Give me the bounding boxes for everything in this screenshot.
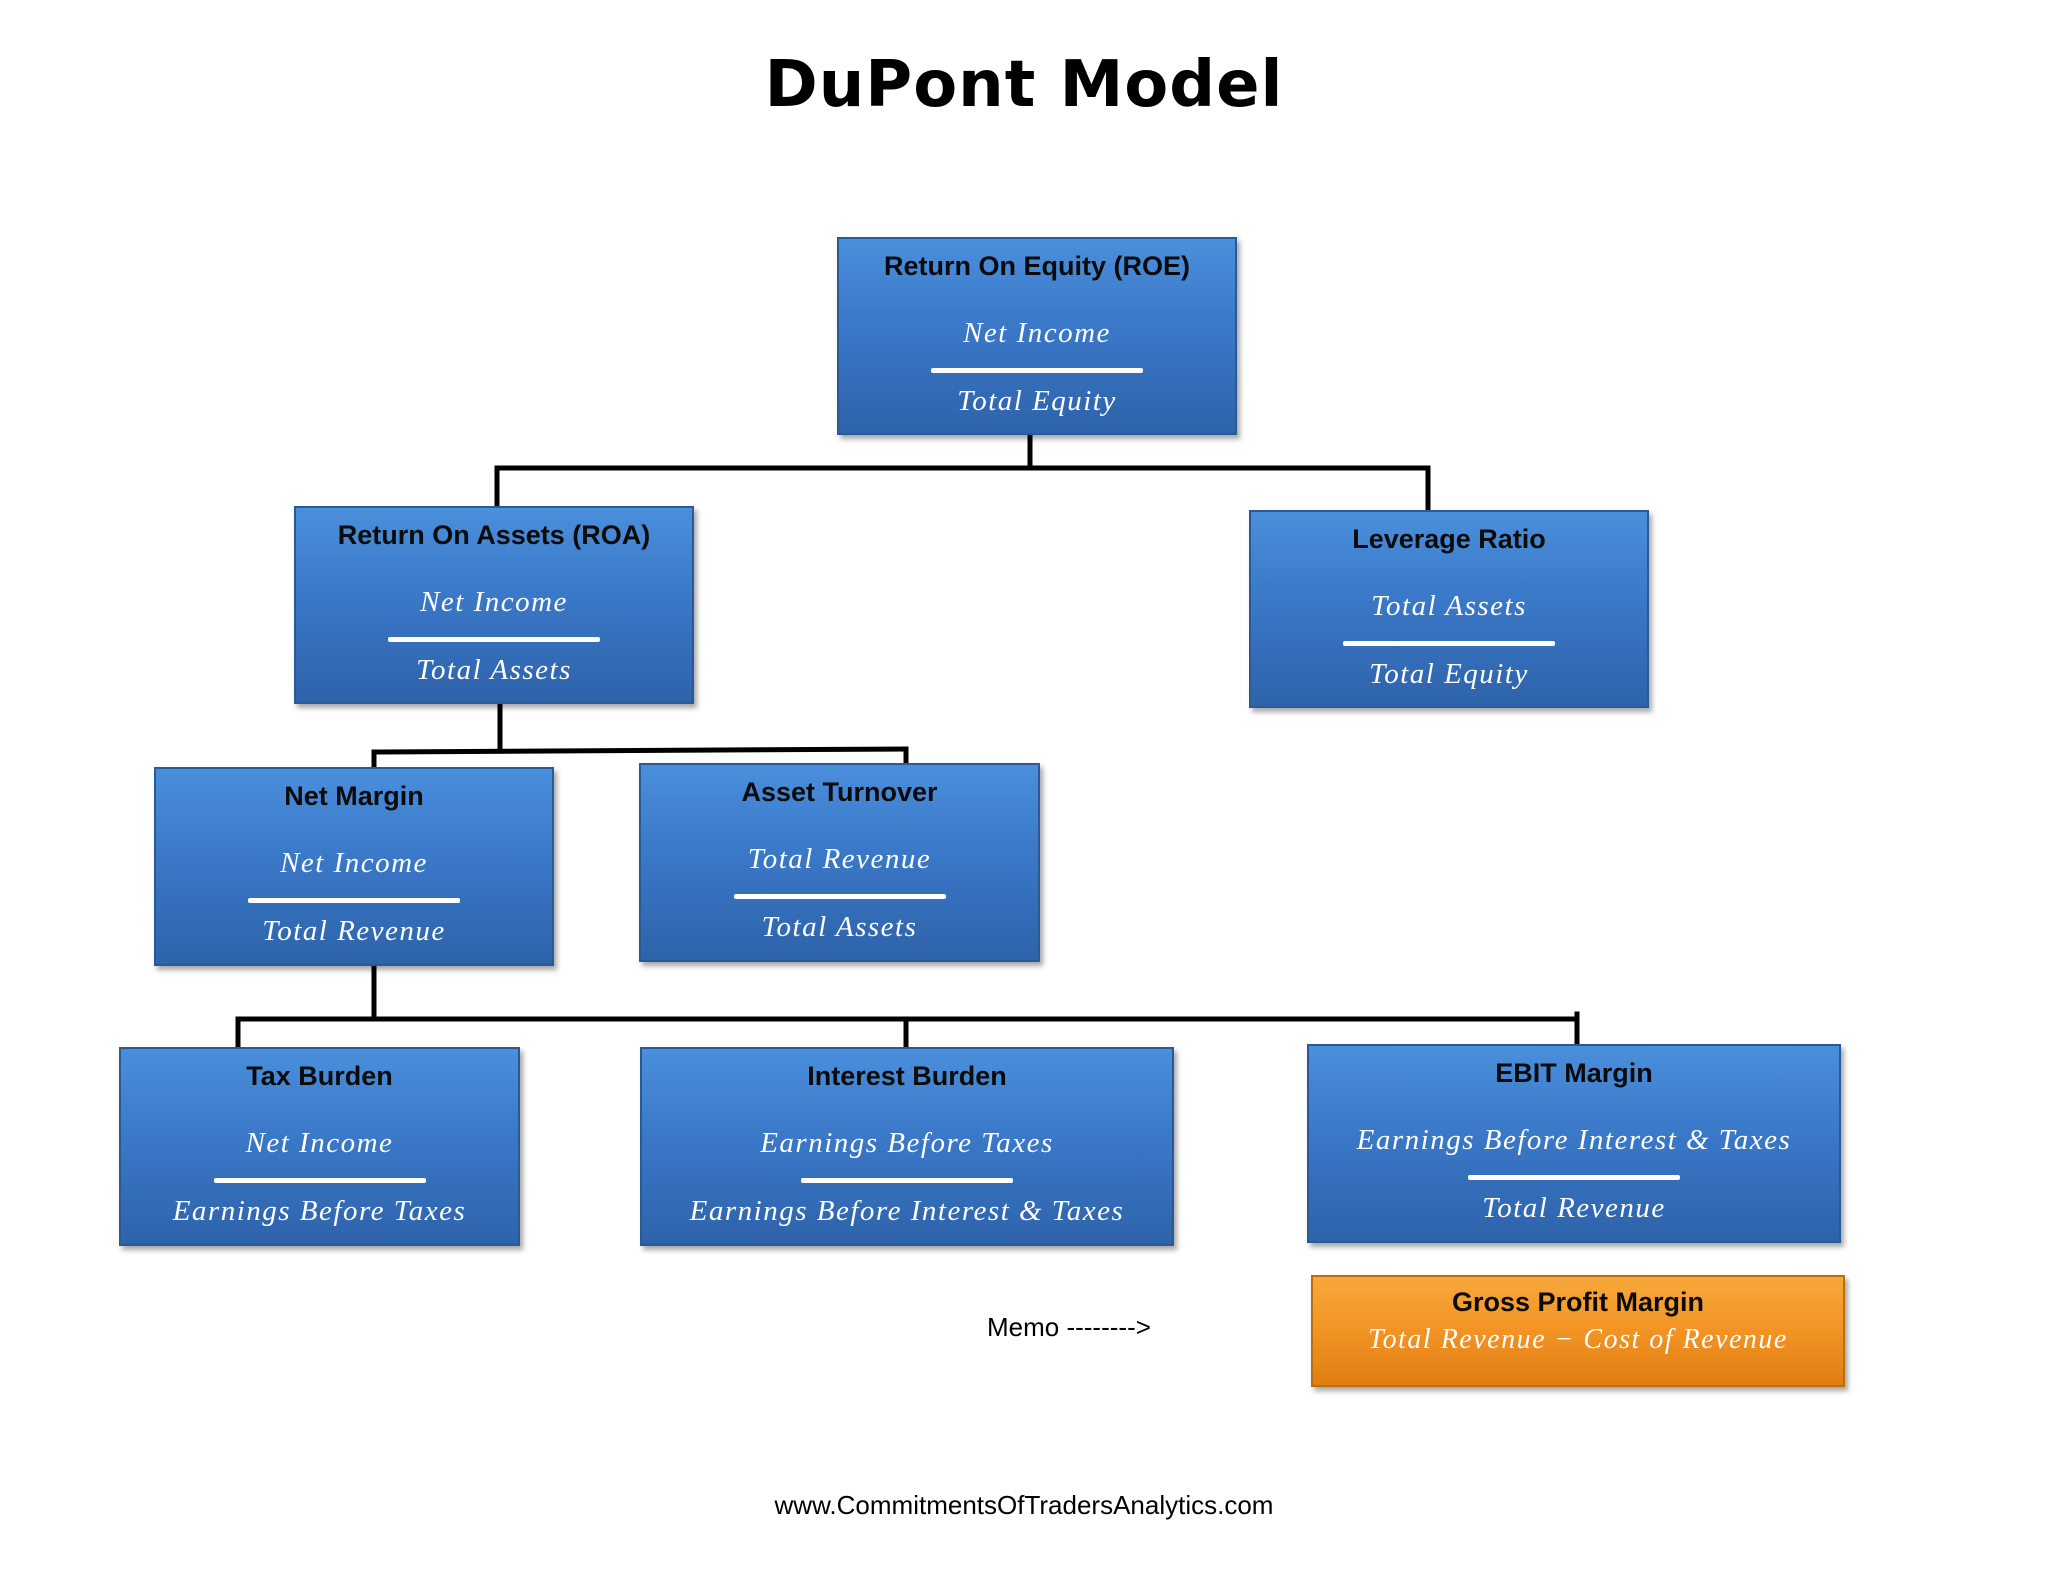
tax-burden-denominator: Earnings Before Taxes — [172, 1195, 467, 1227]
footer-url: www.CommitmentsOfTradersAnalytics.com — [774, 1490, 1274, 1520]
interest-burden-fraction-bar — [801, 1178, 1013, 1183]
ebit-margin-denominator: Total Revenue — [1482, 1192, 1666, 1224]
roa-denominator: Total Assets — [416, 654, 572, 686]
net-margin-numerator: Net Income — [280, 847, 428, 879]
connector-roa-branch — [371, 746, 909, 755]
roa-box: Return On Assets (ROA) Net Income Total … — [294, 506, 694, 704]
asset-turnover-fraction-bar — [733, 894, 946, 899]
tax-burden-fraction-bar — [213, 1178, 426, 1183]
gross-profit-margin-formula: Total Revenue − Cost of Revenue — [1368, 1324, 1788, 1355]
net-margin-fraction-bar — [248, 898, 460, 903]
roe-title: Return On Equity (ROE) — [884, 251, 1190, 281]
interest-burden-numerator: Earnings Before Taxes — [760, 1127, 1054, 1159]
roa-title: Return On Assets (ROA) — [337, 520, 651, 550]
leverage-ratio-fraction-bar — [1343, 641, 1555, 646]
ebit-margin-title: EBIT Margin — [1495, 1058, 1653, 1088]
leverage-ratio-numerator: Total Assets — [1371, 590, 1527, 622]
tax-burden-numerator: Net Income — [245, 1127, 394, 1159]
asset-turnover-denominator: Total Assets — [761, 911, 918, 943]
interest-burden-title: Interest Burden — [807, 1061, 1007, 1091]
asset-turnover-numerator: Total Revenue — [747, 843, 932, 875]
leverage-ratio-box: Leverage Ratio Total Assets Total Equity — [1249, 510, 1649, 708]
roe-fraction-bar — [931, 368, 1143, 373]
net-margin-box: Net Margin Net Income Total Revenue — [154, 767, 554, 966]
ebit-margin-fraction-bar — [1468, 1175, 1680, 1180]
roa-fraction-bar — [388, 637, 600, 642]
ebit-margin-box: EBIT Margin Earnings Before Interest & T… — [1307, 1044, 1841, 1243]
net-margin-title: Net Margin — [284, 781, 424, 811]
asset-turnover-box: Asset Turnover Total Revenue Total Asset… — [639, 763, 1040, 962]
roe-box: Return On Equity (ROE) Net Income Total … — [837, 237, 1237, 435]
gross-profit-margin-title: Gross Profit Margin — [1451, 1287, 1705, 1317]
asset-turnover-title: Asset Turnover — [741, 777, 938, 807]
interest-burden-box: Interest Burden Earnings Before Taxes Ea… — [640, 1047, 1174, 1246]
page-title: DuPont Model — [764, 48, 1284, 122]
tax-burden-box: Tax Burden Net Income Earnings Before Ta… — [119, 1047, 520, 1246]
memo-label: Memo --------> — [987, 1312, 1151, 1342]
interest-burden-denominator: Earnings Before Interest & Taxes — [689, 1195, 1125, 1227]
roe-numerator: Net Income — [963, 317, 1111, 349]
roa-numerator: Net Income — [420, 586, 568, 618]
roe-denominator: Total Equity — [957, 385, 1117, 417]
leverage-ratio-denominator: Total Equity — [1369, 658, 1529, 690]
tax-burden-title: Tax Burden — [246, 1061, 393, 1091]
gross-profit-margin-box: Gross Profit Margin Total Revenue − Cost… — [1311, 1275, 1845, 1387]
net-margin-denominator: Total Revenue — [262, 915, 446, 947]
leverage-ratio-title: Leverage Ratio — [1352, 524, 1546, 554]
ebit-margin-numerator: Earnings Before Interest & Taxes — [1356, 1124, 1792, 1156]
